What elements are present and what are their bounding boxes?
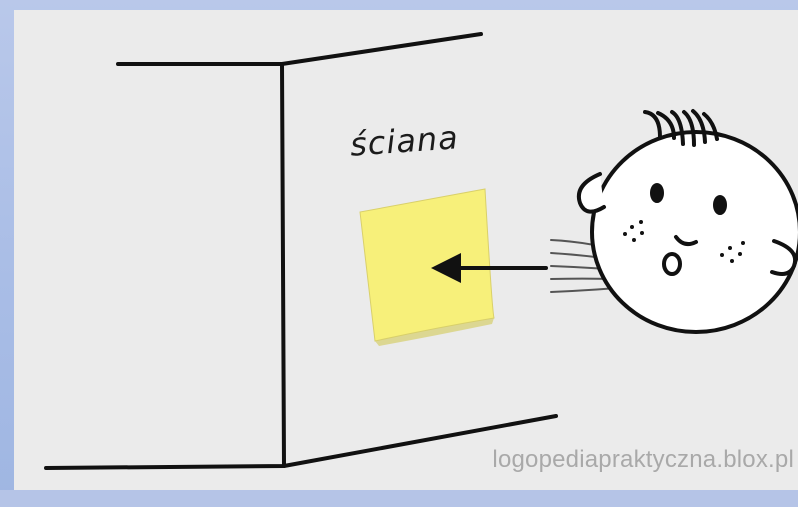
illustration-panel: ściana logopediapraktyczna.blox.pl bbox=[14, 10, 798, 490]
illustration-svg bbox=[14, 10, 798, 490]
watermark-text: logopediapraktyczna.blox.pl bbox=[492, 446, 794, 474]
bottom-strip bbox=[0, 490, 798, 507]
wall-label: ściana bbox=[349, 118, 460, 163]
blowing-face-icon bbox=[579, 111, 798, 332]
